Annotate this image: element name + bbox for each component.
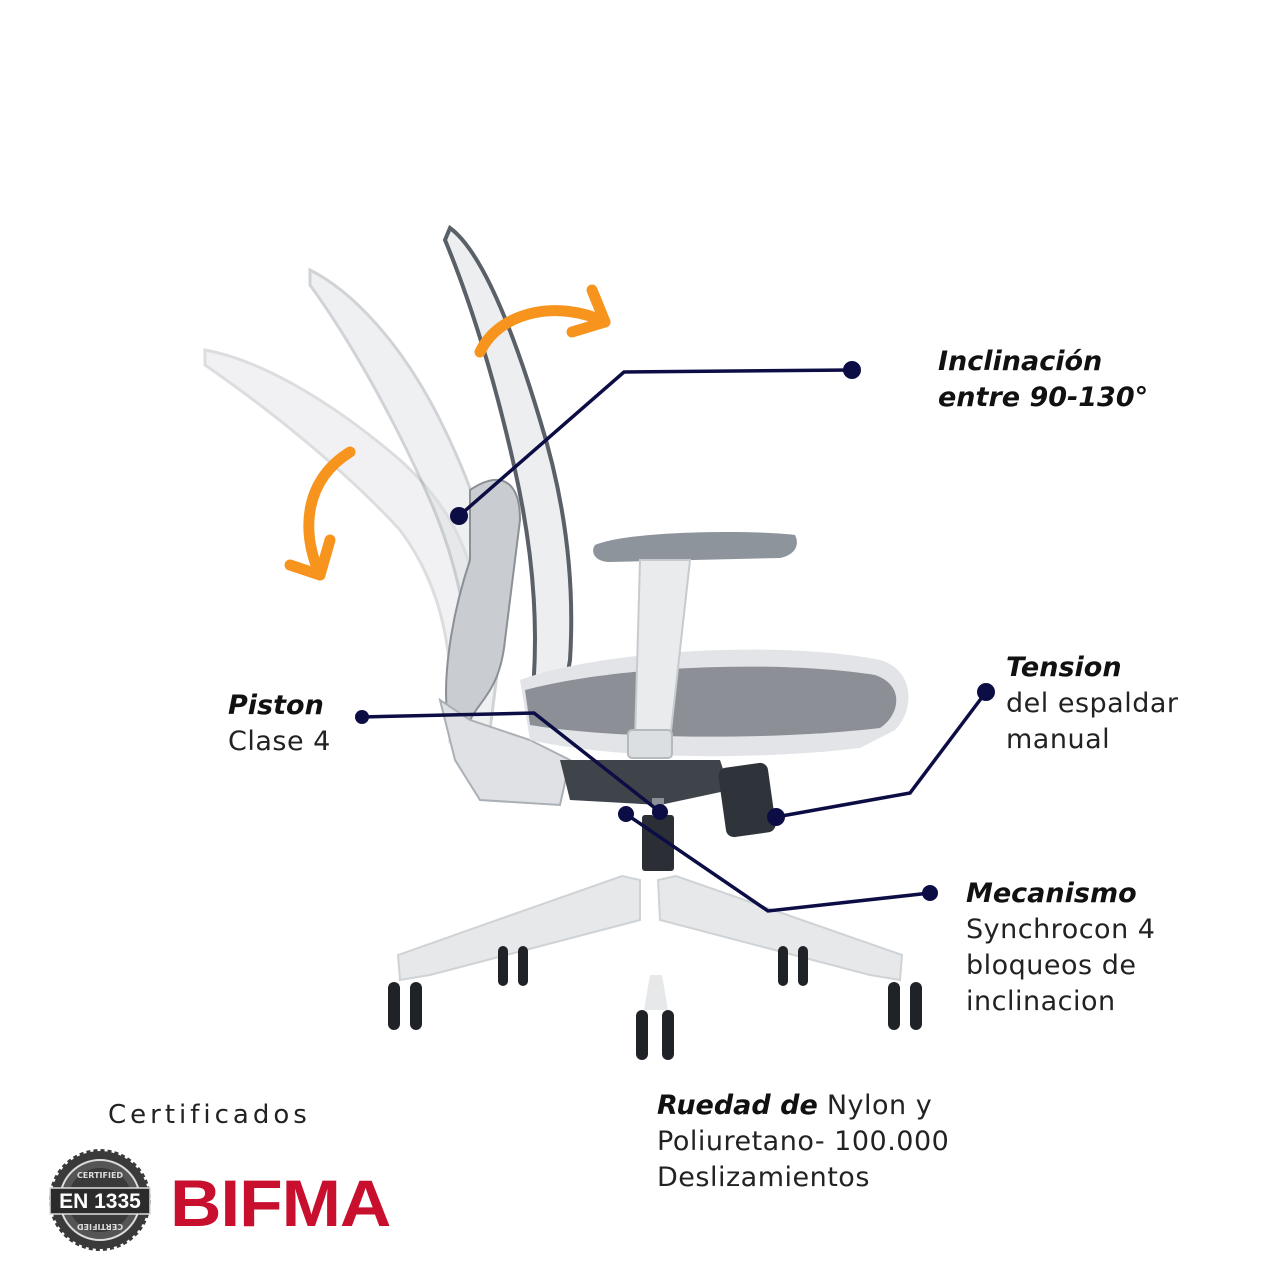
dot-inclinacion-end <box>450 507 468 525</box>
callout-ruedas-line2: Deslizamientos <box>657 1162 870 1193</box>
dot-mecanismo-end <box>618 806 634 822</box>
tilt-arrow-forward-icon <box>284 446 356 581</box>
callout-tension-line1: del espaldar <box>1006 688 1179 719</box>
dot-piston <box>355 710 369 724</box>
callout-piston-line1: Clase 4 <box>228 726 331 757</box>
callout-mecanismo-line2: bloqueos de <box>966 950 1137 981</box>
dot-piston-end <box>652 804 668 820</box>
callout-inclinacion-line1: Inclinación <box>938 346 1103 377</box>
svg-text:CERTIFIED: CERTIFIED <box>77 1171 123 1180</box>
callout-ruedas-title: Ruedad de <box>657 1090 818 1121</box>
callout-mecanismo-line1: Synchrocon 4 <box>966 914 1156 945</box>
callout-ruedas-title-rest: Nylon y <box>817 1090 933 1121</box>
tilt-arrow-back-icon <box>474 284 611 358</box>
svg-text:EN 1335: EN 1335 <box>59 1190 141 1213</box>
callout-piston: Piston Clase 4 <box>228 688 331 760</box>
ghost-backrest-far <box>203 348 482 744</box>
callout-tension-line2: manual <box>1006 724 1111 755</box>
callout-inclinacion: Inclinación entre 90-130° <box>938 344 1148 416</box>
leader-lines <box>361 368 988 913</box>
dot-tension <box>977 683 995 701</box>
callout-inclinacion-line2: entre 90-130° <box>938 382 1149 413</box>
tension-knob <box>718 762 776 838</box>
dot-mecanismo <box>922 885 938 901</box>
dot-inclinacion <box>843 361 861 379</box>
casters <box>388 946 922 1060</box>
star-base <box>396 874 904 1010</box>
callout-ruedas: Ruedad de Nylon y Poliuretano- 100.000 D… <box>657 1088 949 1196</box>
leader-dots <box>355 361 995 901</box>
seat-cushion <box>520 649 909 757</box>
callout-tension: Tension del espaldar manual <box>1006 650 1178 758</box>
callout-mecanismo-line3: inclinacion <box>966 986 1116 1017</box>
callout-piston-title: Piston <box>228 690 324 721</box>
callout-mecanismo-title: Mecanismo <box>966 878 1137 909</box>
mechanism <box>560 760 730 805</box>
armrest <box>593 532 797 759</box>
callout-ruedas-line1: Poliuretano- 100.000 <box>657 1126 950 1157</box>
certifications-title: Certificados <box>108 1100 311 1130</box>
en1335-badge-icon: CERTIFIED EN 1335 CERTIFIED <box>49 1149 151 1251</box>
seat-frame <box>438 697 572 807</box>
svg-text:CERTIFIED: CERTIFIED <box>77 1222 123 1231</box>
callout-tension-title: Tension <box>1006 652 1122 683</box>
bifma-logo: BIFMA <box>170 1166 391 1240</box>
dot-tension-end <box>767 808 785 826</box>
callout-mecanismo: Mecanismo Synchrocon 4 bloqueos de incli… <box>966 876 1155 1020</box>
